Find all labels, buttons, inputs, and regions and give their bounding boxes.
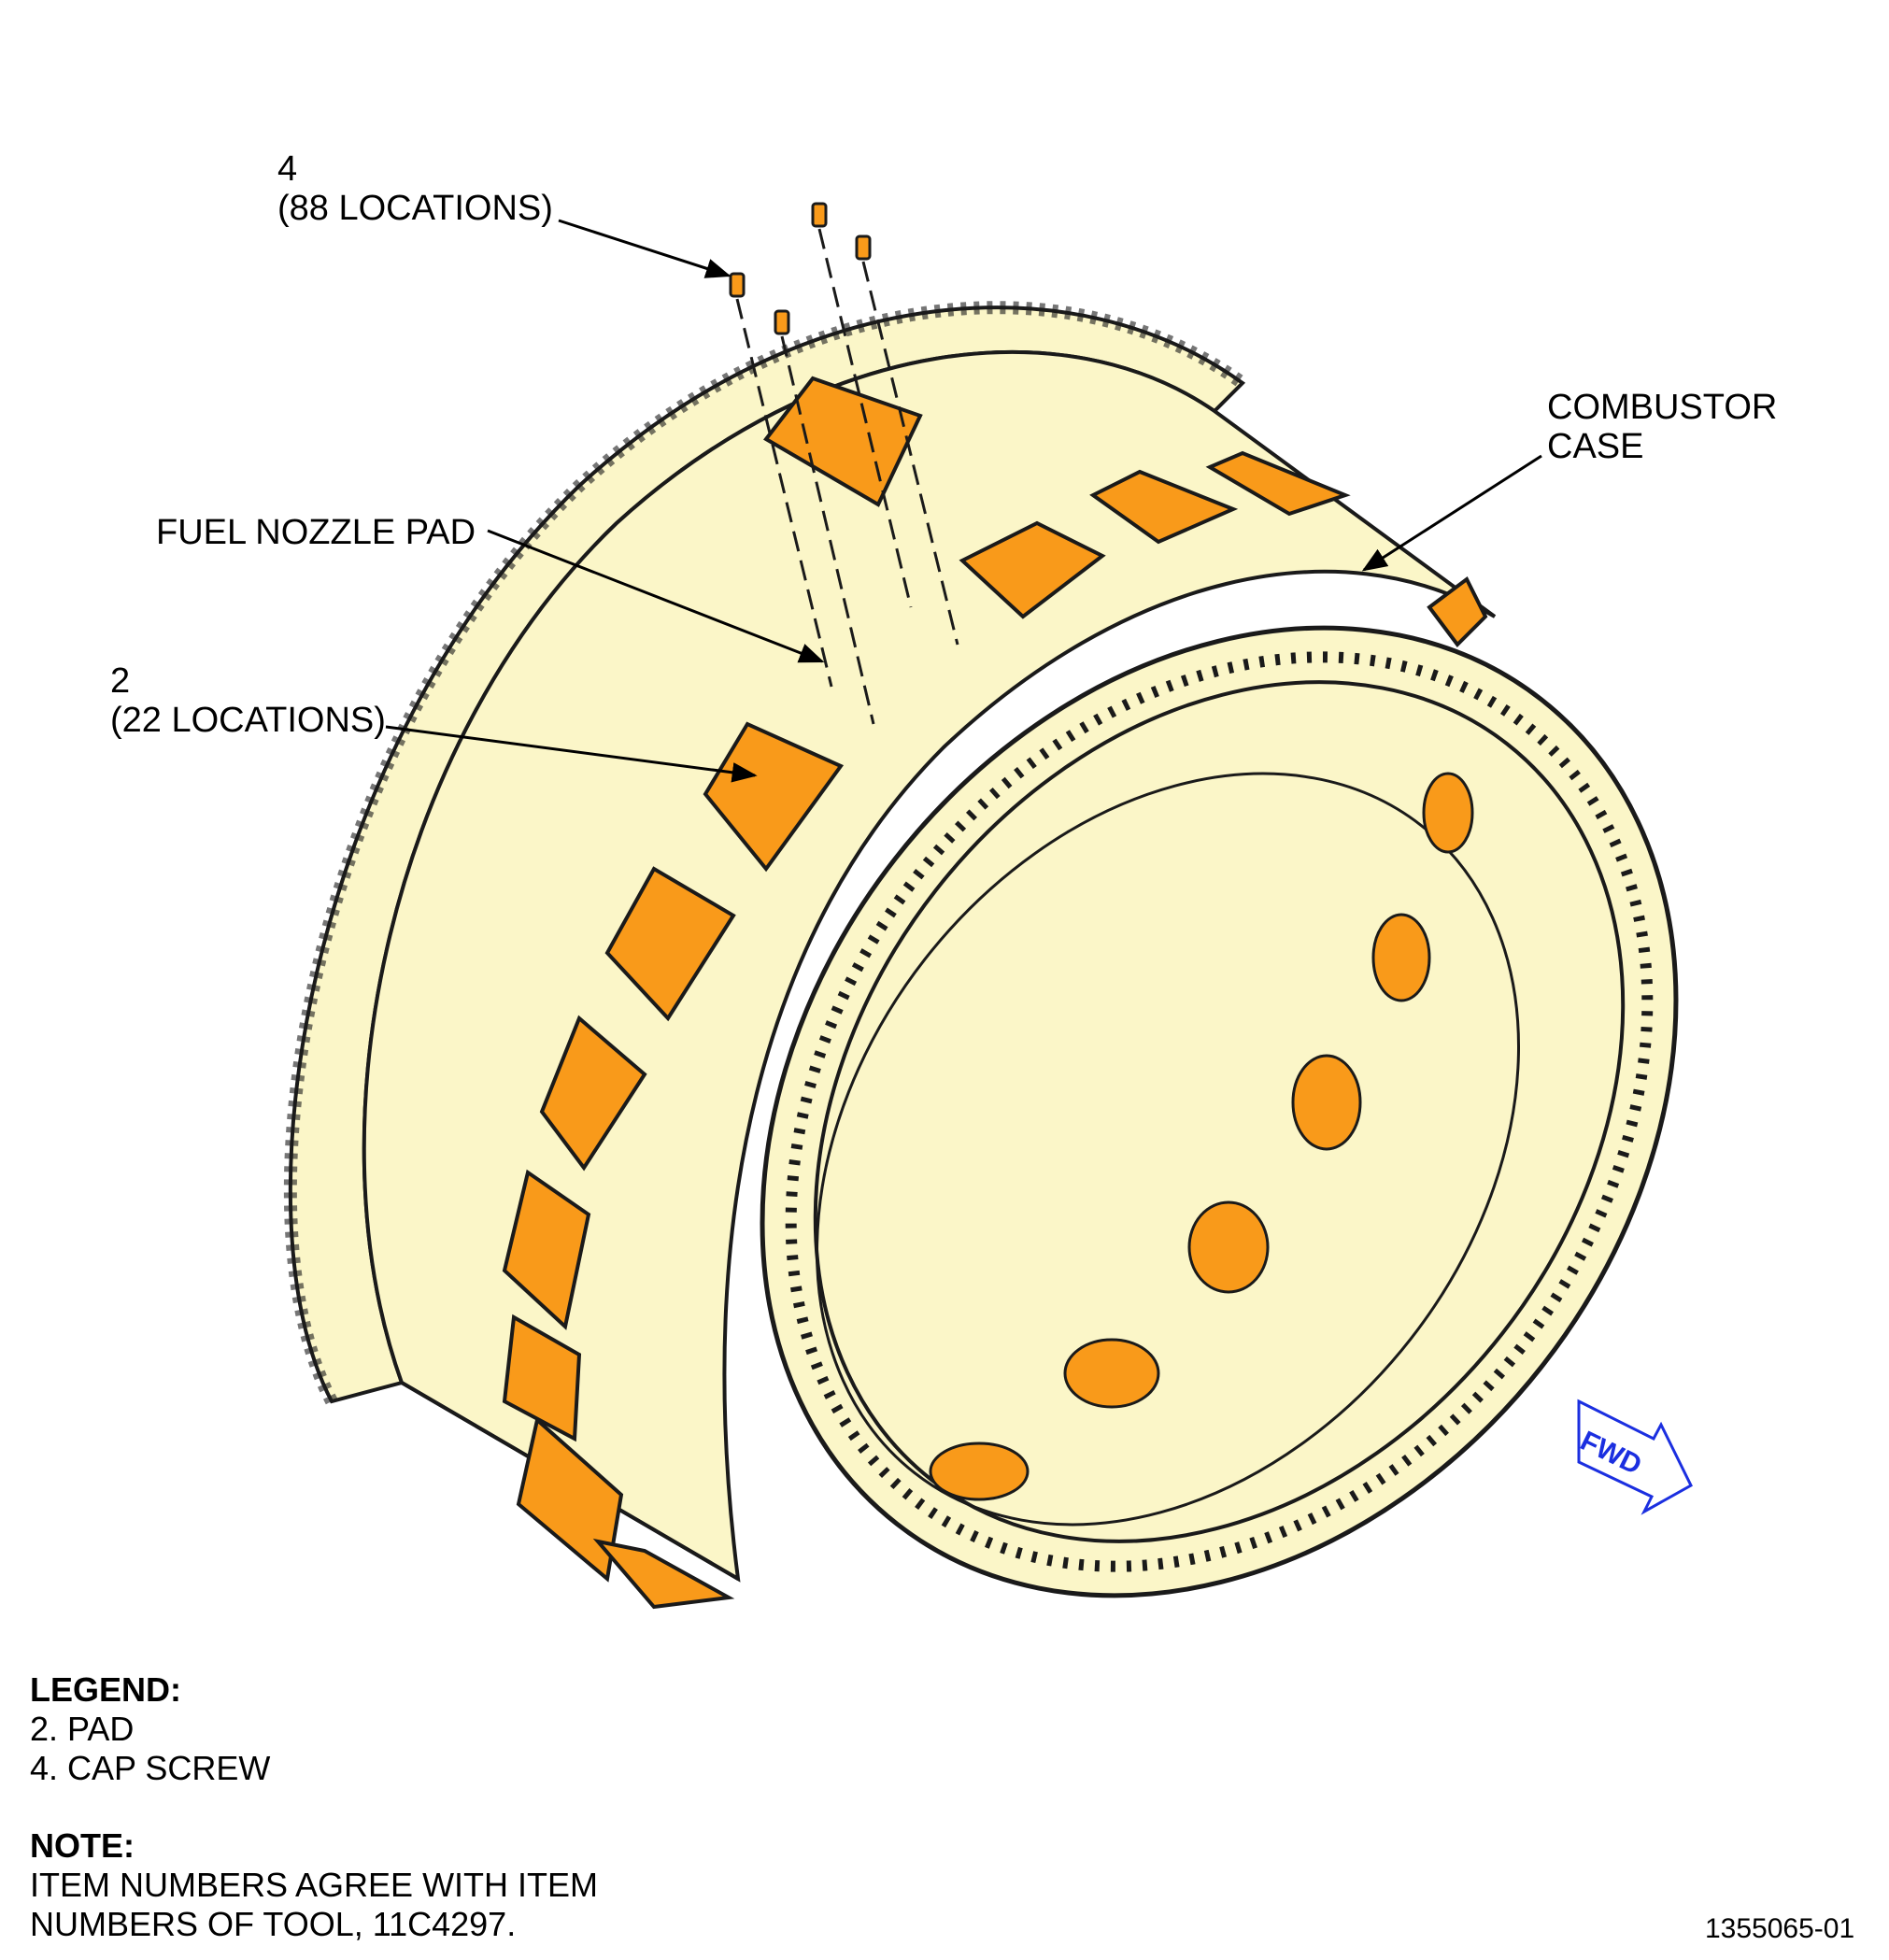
fwd-arrow-icon [1577,1399,1693,1515]
callout-case: CASE [1547,427,1644,466]
note-title: NOTE: [30,1826,135,1865]
assembly-lines [735,228,959,725]
legend-title: LEGEND: [30,1670,181,1709]
figure-id: 1355065-01 [1705,1913,1855,1944]
note-line-1: ITEM NUMBERS AGREE WITH ITEM [30,1866,599,1904]
callout-screw-item: 4 [277,149,298,189]
cap-screws [729,202,872,335]
inner-ports [929,772,1474,1501]
callout-combustor: COMBUSTOR [1547,388,1778,427]
legend-item-pad: 2. PAD [30,1710,135,1748]
callout-pad-item: 2 [110,661,131,701]
callout-screw-count: (88 LOCATIONS) [277,189,553,228]
callout-pad-count: (22 LOCATIONS) [110,701,386,740]
fuel-nozzle-pads [502,376,1488,1610]
note-line-2: NUMBERS OF TOOL, 11C4297. [30,1905,517,1943]
forward-ring [760,625,1679,1598]
legend-item-cap-screw: 4. CAP SCREW [30,1749,271,1787]
callout-fuel-nozzle-pad: FUEL NOZZLE PAD [156,513,476,552]
leader-lines [385,219,1542,783]
